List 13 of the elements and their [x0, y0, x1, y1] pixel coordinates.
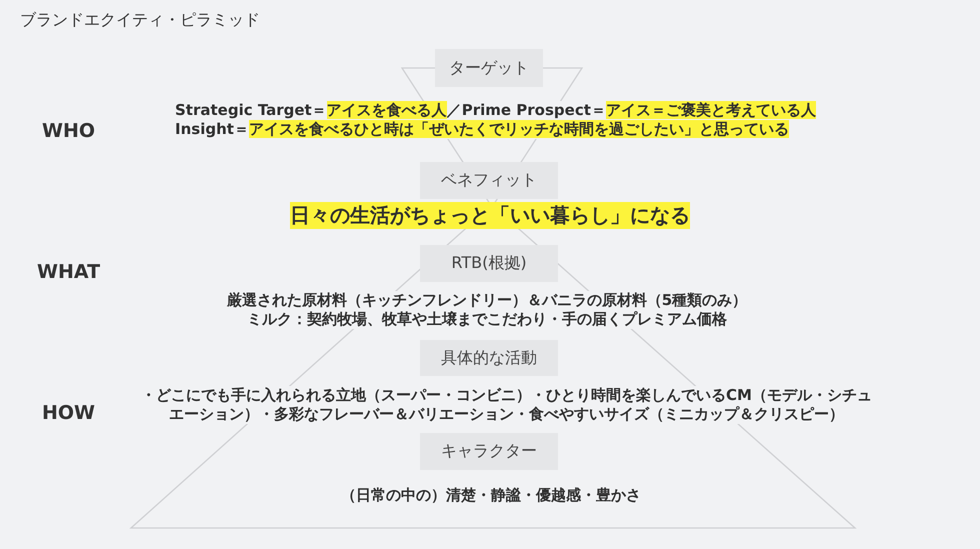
- description-text: Strategic Target＝アイスを食べる人／Prime Prospect＝アイス＝ご褒美と考えている人: [175, 101, 816, 120]
- description-text: Insight＝アイスを食べるひと時は「ぜいたくでリッチな時間を過ごしたい」と思っている: [175, 120, 789, 139]
- section-header: キャラクター: [420, 433, 558, 470]
- section-header: RTB(根拠): [420, 245, 558, 282]
- section-header: ベネフィット: [420, 162, 558, 199]
- section-header: ターゲット: [435, 49, 543, 87]
- highlighted-statement: 日々の生活がちょっと「いい暮らし」になる: [290, 202, 690, 229]
- description-text: ミルク：契約牧場、牧草や土壌までこだわり・手の届くプレミアム価格: [247, 310, 727, 329]
- level-label: WHO: [42, 119, 96, 143]
- level-label: HOW: [42, 401, 96, 425]
- section-header: 具体的な活動: [420, 340, 558, 376]
- diagram-title: ブランドエクイティ・ピラミッド: [20, 9, 260, 31]
- level-label: WHAT: [37, 260, 100, 284]
